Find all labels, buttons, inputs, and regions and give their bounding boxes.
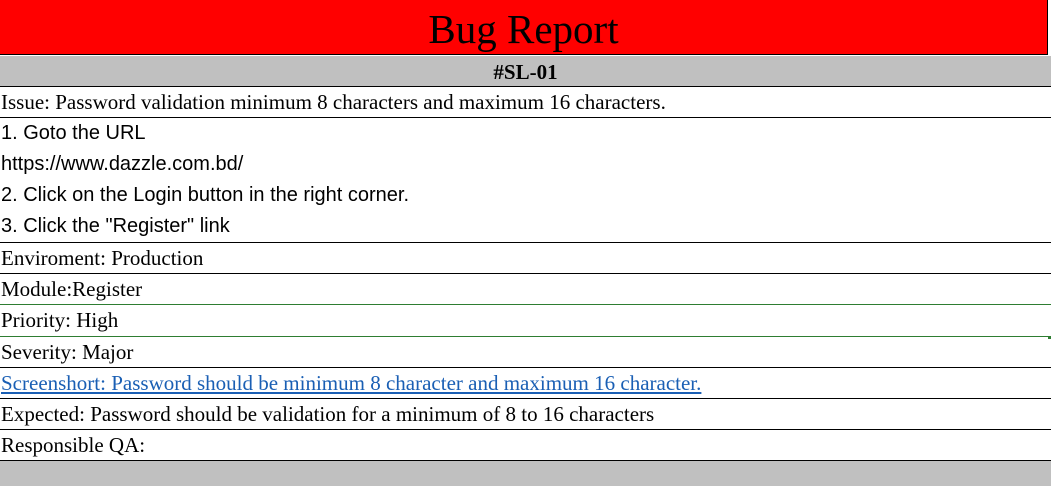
footer-fill-row: [0, 461, 1051, 486]
step-3[interactable]: 3. Click the "Register" link: [0, 211, 1051, 243]
responsible-qa-cell[interactable]: Responsible QA:: [0, 430, 1051, 461]
green-border-end-mark: [1048, 336, 1051, 339]
expected-cell[interactable]: Expected: Password should be validation …: [0, 399, 1051, 430]
screenshot-cell[interactable]: Screenshort: Password should be minimum …: [0, 368, 1051, 399]
step-url[interactable]: https://www.dazzle.com.bd/: [1, 153, 244, 175]
screenshot-link[interactable]: Screenshort: Password should be minimum …: [1, 371, 702, 395]
priority-cell[interactable]: Priority: High: [0, 305, 1051, 337]
environment-cell[interactable]: Enviroment: Production: [0, 243, 1051, 274]
issue-cell[interactable]: Issue: Password validation minimum 8 cha…: [0, 87, 1051, 118]
report-title: Bug Report: [0, 0, 1048, 55]
bug-id: #SL-01: [0, 56, 1051, 87]
step-2[interactable]: 2. Click on the Login button in the righ…: [1, 184, 410, 206]
module-cell[interactable]: Module:Register: [0, 274, 1051, 305]
step-1[interactable]: 1. Goto the URL: [1, 122, 146, 144]
severity-cell[interactable]: Severity: Major: [0, 337, 1051, 368]
